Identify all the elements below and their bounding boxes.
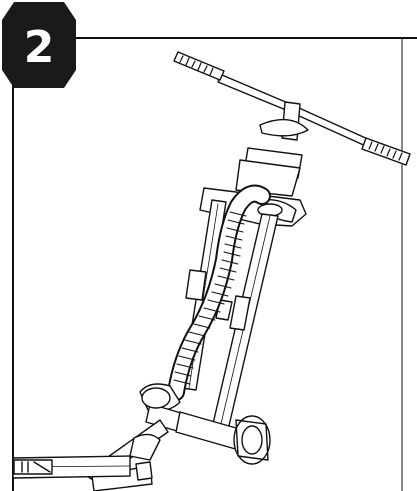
step-number: 2 (24, 22, 55, 73)
upper-crown (199, 187, 307, 227)
stem-clamp (235, 101, 309, 197)
left-grip-icon (179, 55, 214, 76)
lower-assembly (139, 383, 271, 465)
bottom-rail (12, 455, 131, 479)
right-grip-icon (368, 141, 403, 161)
right-upright (211, 213, 279, 431)
panel-border (12, 37, 417, 491)
stand-illustration (12, 51, 411, 491)
corrugated-hose (167, 184, 271, 401)
step-badge: 2 (2, 2, 76, 88)
wheel-icon (233, 415, 271, 465)
